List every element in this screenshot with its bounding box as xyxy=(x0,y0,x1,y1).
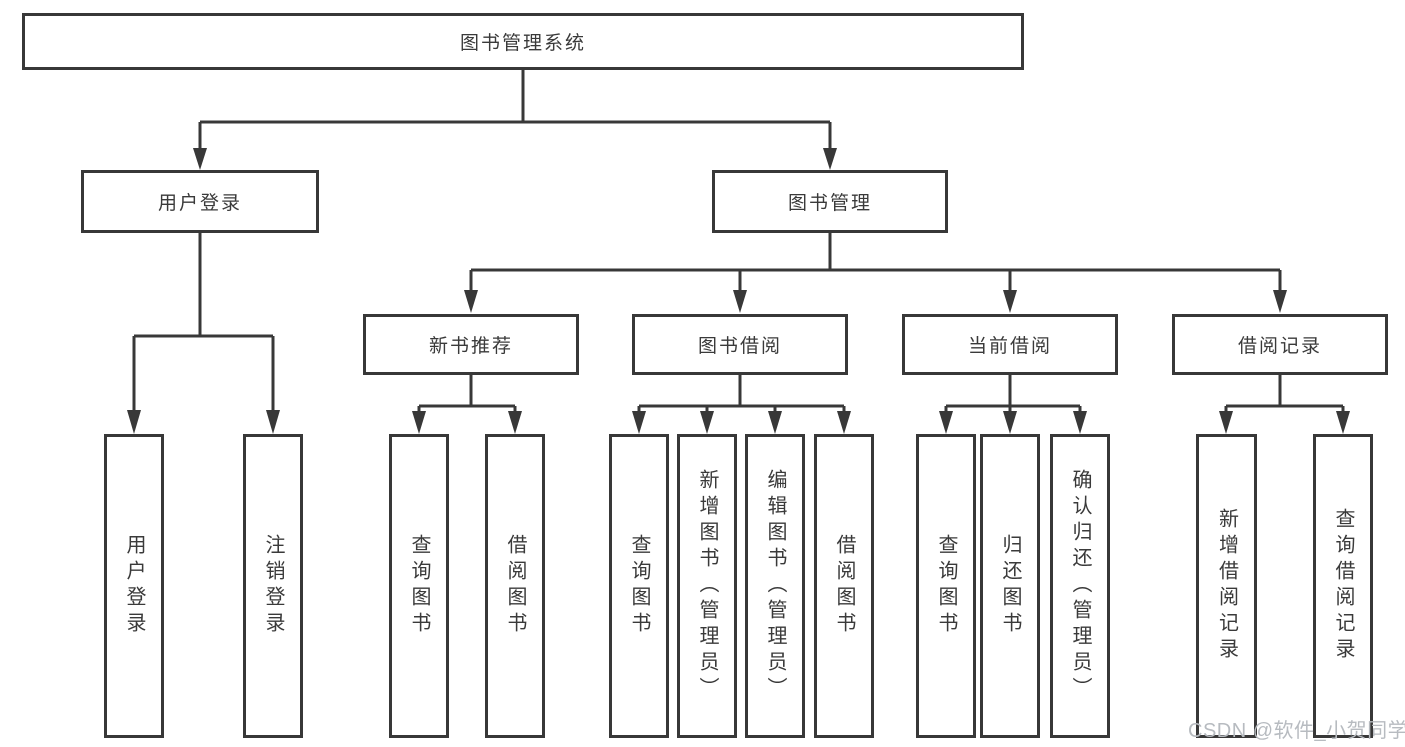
leaf-br-query-record: 查询借阅记录 xyxy=(1313,434,1373,738)
leaf-logout: 注销登录 xyxy=(243,434,303,738)
leaf-br-add-record: 新增借阅记录 xyxy=(1196,434,1257,738)
node-new-book-recommend: 新书推荐 xyxy=(363,314,579,375)
leaf-cb-confirm-return-admin: 确认归还（管理员） xyxy=(1050,434,1110,738)
node-borrow-records: 借阅记录 xyxy=(1172,314,1388,375)
leaf-cb-return-books: 归还图书 xyxy=(980,434,1040,738)
node-book-management: 图书管理 xyxy=(712,170,948,233)
node-book-borrow: 图书借阅 xyxy=(632,314,848,375)
connector-bookborrow-to-leaves xyxy=(632,375,851,434)
connector-currentborrow-to-leaves xyxy=(939,375,1087,434)
node-current-borrow: 当前借阅 xyxy=(902,314,1118,375)
csdn-watermark: CSDN @软件_小贺同学 xyxy=(1188,720,1405,742)
node-user-login: 用户登录 xyxy=(81,170,319,233)
node-root-system: 图书管理系统 xyxy=(22,13,1024,70)
connector-root-to-level2 xyxy=(193,69,837,170)
connector-bookmgmt-to-level3 xyxy=(464,233,1287,313)
leaf-bb-borrow-books: 借阅图书 xyxy=(814,434,874,738)
leaf-bb-query-books: 查询图书 xyxy=(609,434,669,738)
leaf-user-login: 用户登录 xyxy=(104,434,164,738)
connector-newbookrec-to-leaves xyxy=(412,375,522,434)
leaf-rec-borrow-books: 借阅图书 xyxy=(485,434,545,738)
leaf-bb-add-books-admin: 新增图书（管理员） xyxy=(677,434,737,738)
leaf-rec-query-books: 查询图书 xyxy=(389,434,449,738)
connector-userlogin-to-leaves xyxy=(127,233,280,434)
leaf-bb-edit-books-admin: 编辑图书（管理员） xyxy=(745,434,805,738)
connector-borrowrecords-to-leaves xyxy=(1219,375,1350,434)
leaf-cb-query-books: 查询图书 xyxy=(916,434,976,738)
